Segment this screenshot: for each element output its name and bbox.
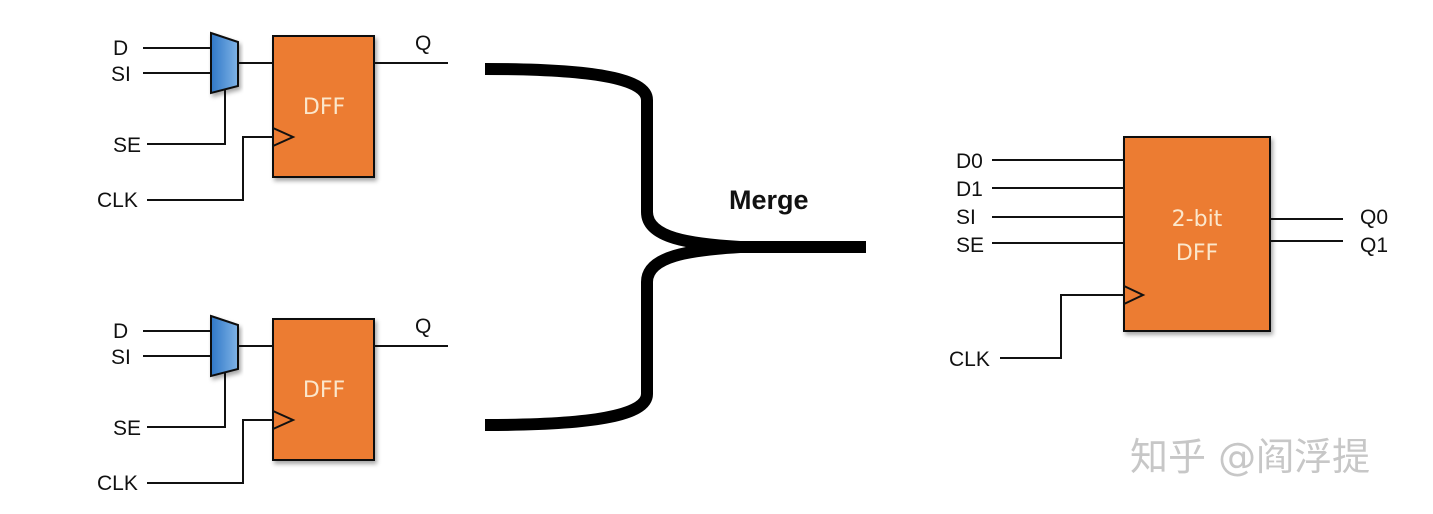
input-label-clk: CLK — [97, 472, 138, 495]
scan-dff-cell-bottom: D SI SE CLK DFF Q — [97, 314, 448, 495]
mux-icon — [210, 31, 239, 95]
scan-dff-cell-top: D SI SE CLK DFF Q — [97, 31, 448, 212]
input-label-se: SE — [113, 417, 141, 440]
merge-label: Merge — [729, 185, 809, 215]
clock-triangle-icon — [272, 410, 296, 430]
dff-label-line2: DFF — [1176, 241, 1218, 266]
clock-triangle-icon — [272, 127, 296, 147]
dff-label: DFF — [303, 95, 345, 120]
merge-brace: Merge — [484, 63, 866, 431]
dff-block — [272, 35, 375, 178]
brace-lower-arm — [484, 241, 741, 431]
wire-se — [147, 89, 226, 145]
input-label-si: SI — [111, 63, 131, 86]
input-label-d0: D0 — [956, 150, 983, 173]
input-label-clk: CLK — [97, 189, 138, 212]
input-label-si: SI — [956, 206, 976, 229]
input-label-se: SE — [113, 134, 141, 157]
dff-label-line1: 2-bit — [1172, 207, 1223, 232]
merged-2bit-dff: D0 D1 SI SE CLK 2-bit DFF Q0 Q1 — [949, 136, 1388, 371]
input-label-d1: D1 — [956, 178, 983, 201]
input-label-clk: CLK — [949, 348, 990, 371]
input-label-d: D — [113, 320, 128, 343]
output-label-q: Q — [415, 315, 431, 338]
dff-label: DFF — [303, 378, 345, 403]
dff-block — [272, 318, 375, 461]
wire-clk — [147, 419, 273, 484]
wire-clk — [147, 136, 273, 201]
wire-clk — [1000, 294, 1124, 359]
brace-upper-arm — [484, 63, 866, 253]
dff-block-2bit — [1123, 136, 1271, 332]
wire-se — [147, 372, 226, 428]
output-label-q1: Q1 — [1360, 234, 1388, 257]
input-label-si: SI — [111, 346, 131, 369]
input-label-se: SE — [956, 234, 984, 257]
clock-triangle-icon — [1123, 285, 1146, 305]
output-label-q0: Q0 — [1360, 206, 1388, 229]
mux-icon — [210, 314, 239, 378]
watermark: 知乎 @阎浮提 — [1130, 435, 1370, 479]
input-label-d: D — [113, 37, 128, 60]
output-label-q: Q — [415, 32, 431, 55]
